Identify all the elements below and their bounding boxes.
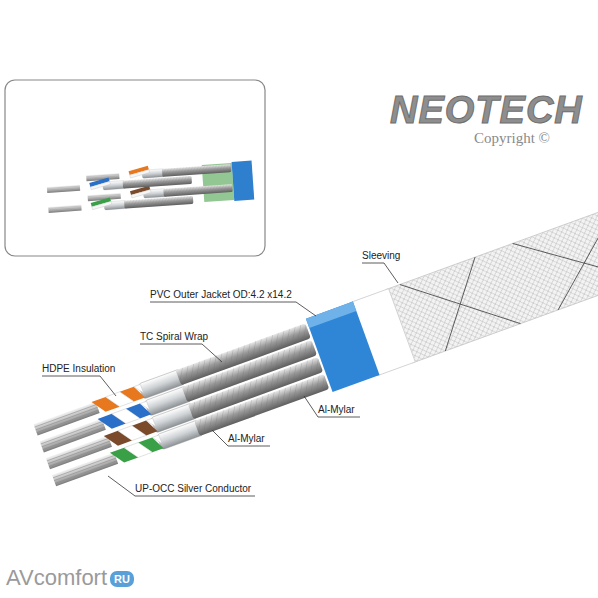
leader-lines	[42, 263, 398, 496]
inset-cable	[46, 159, 254, 214]
watermark: AVcomfort	[6, 566, 107, 590]
part-label: PVC Outer Jacket OD:4.2 x14.2	[150, 289, 292, 301]
part-label: UP-OCC Silver Conductor	[135, 483, 251, 495]
part-label: Al-Mylar	[318, 404, 355, 416]
flat-cable	[32, 167, 598, 492]
brand-logo: NEOTECH	[390, 90, 583, 130]
part-label: TC Spiral Wrap	[140, 331, 208, 343]
part-label: Sleeving	[362, 250, 400, 262]
inset-frame	[5, 80, 265, 256]
watermark-badge: RU	[110, 571, 134, 587]
copyright-note: Copyright ©	[474, 130, 550, 147]
part-label: Al-Mylar	[228, 433, 265, 445]
part-label: HDPE Insulation	[42, 363, 115, 375]
